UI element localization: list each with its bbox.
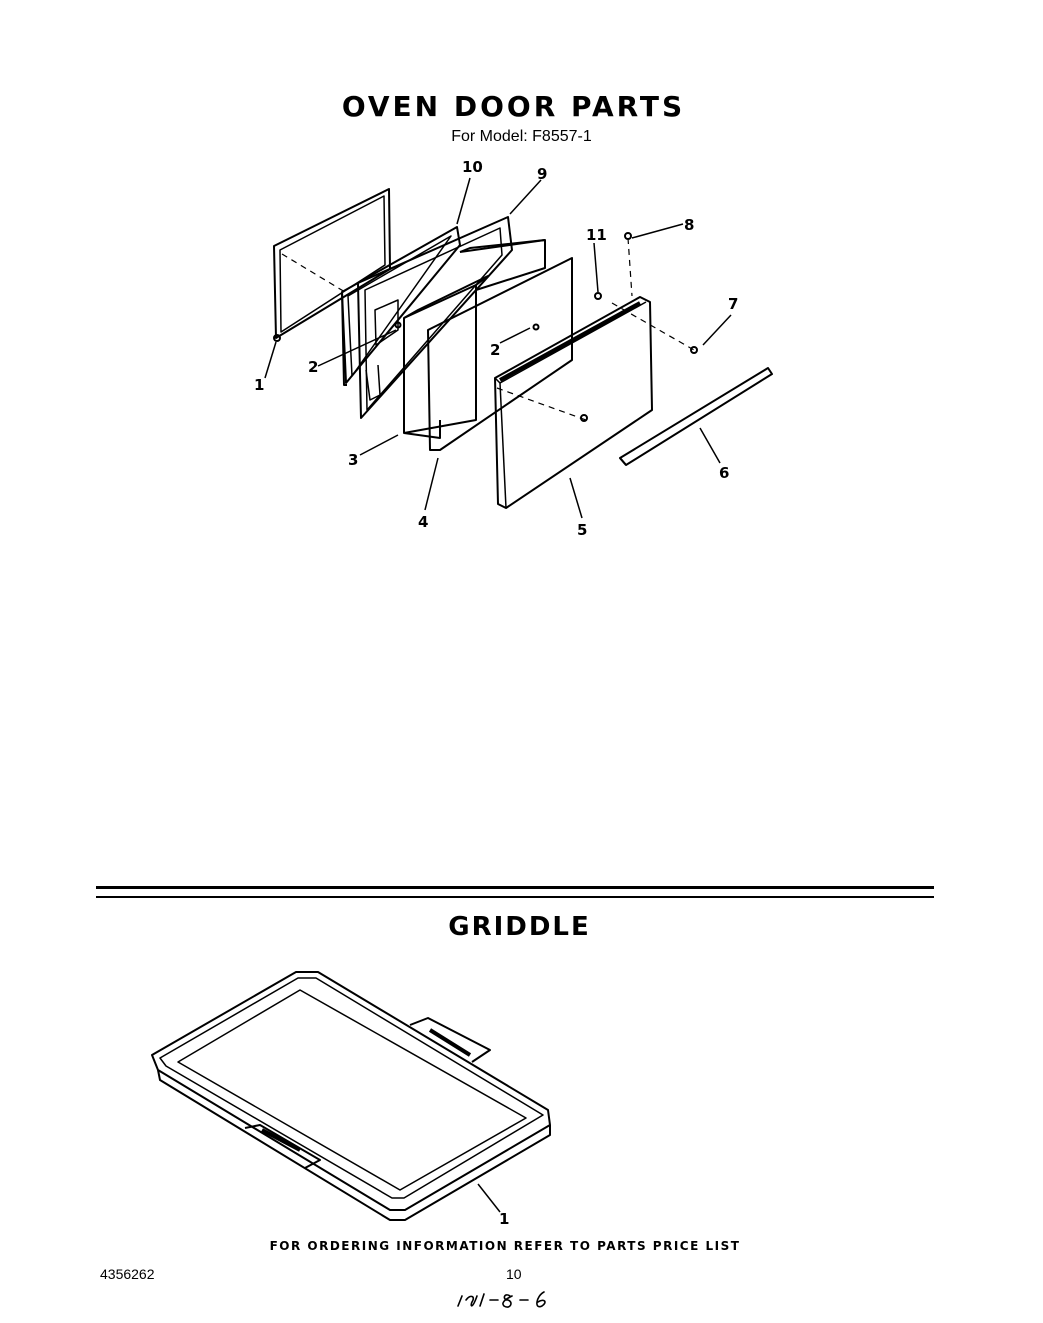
part-1-inner-glass <box>273 188 391 342</box>
section-divider-thick <box>96 886 934 889</box>
griddle-title: GRIDDLE <box>448 912 591 942</box>
part-10-gasket <box>341 226 461 386</box>
callout-part-11: 11 <box>586 226 607 244</box>
part-11-fastener <box>594 292 602 300</box>
griddle-drawing <box>151 971 551 1221</box>
page-number: 10 <box>506 1266 522 1282</box>
callout-part-1: 1 <box>254 376 264 394</box>
callout-part-9: 9 <box>537 165 547 183</box>
part-6-handle <box>619 367 773 466</box>
callout-part-2: 2 <box>308 358 318 376</box>
document-number: 4356262 <box>100 1266 155 1282</box>
part-7-fastener <box>690 346 698 354</box>
callout-part-6: 6 <box>719 464 729 482</box>
callout-part-7: 7 <box>728 295 738 313</box>
model-line: For Model: F8557-1 <box>451 128 592 145</box>
callout-part-8: 8 <box>684 216 694 234</box>
oven-door-parts-title: OVEN DOOR PARTS <box>341 90 686 123</box>
ordering-info: FOR ORDERING INFORMATION REFER TO PARTS … <box>269 1239 741 1253</box>
part-4-door-back-panel <box>427 257 573 451</box>
callout-part-10: 10 <box>462 158 483 176</box>
callout-griddle-1: 1 <box>499 1210 509 1228</box>
part-5-outer-door <box>494 296 653 509</box>
section-divider-thin <box>96 896 934 898</box>
part-9-door-liner <box>357 216 513 419</box>
part-3-insulation <box>403 239 546 439</box>
callout-part-4: 4 <box>418 513 428 531</box>
callout-part-3: 3 <box>348 451 358 469</box>
handwritten-note <box>457 1291 546 1308</box>
callout-part-5: 5 <box>577 521 587 539</box>
callout-part-2: 2 <box>490 341 500 359</box>
